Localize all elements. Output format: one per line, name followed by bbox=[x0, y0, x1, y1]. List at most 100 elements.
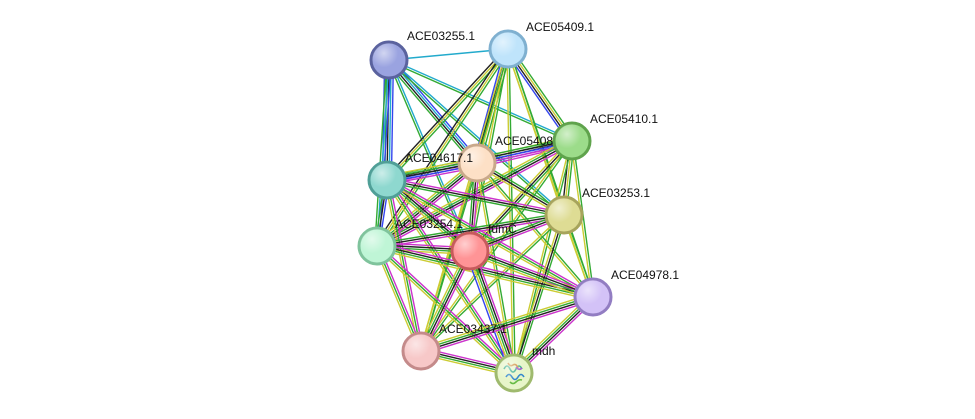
edge-line bbox=[419, 139, 572, 351]
edge-line bbox=[388, 179, 424, 351]
node-circle[interactable] bbox=[367, 160, 407, 200]
edge-line bbox=[477, 161, 595, 297]
node-circle[interactable] bbox=[494, 353, 534, 393]
node-fumC[interactable] bbox=[450, 231, 490, 271]
edge-ACE04978.1-ACE03437.1[interactable] bbox=[419, 293, 595, 355]
edge-line bbox=[471, 250, 517, 373]
edge-line bbox=[386, 181, 564, 218]
edge-line bbox=[421, 215, 566, 353]
node-label: ACE05408 bbox=[495, 134, 553, 148]
node-circle[interactable] bbox=[369, 40, 409, 80]
edge-line bbox=[419, 293, 593, 349]
edge-line bbox=[386, 179, 594, 298]
edge-line bbox=[421, 163, 479, 352]
edge-line bbox=[421, 297, 594, 353]
node-ACE04978.1[interactable] bbox=[573, 277, 613, 317]
node-circle[interactable] bbox=[552, 121, 592, 161]
edge-line bbox=[512, 140, 572, 373]
edge-line bbox=[420, 295, 593, 351]
node-label: mdh bbox=[532, 344, 555, 358]
edge-fumC-mdh[interactable] bbox=[465, 249, 519, 375]
edge-line bbox=[513, 214, 565, 374]
edge-ACE04617.1-mdh[interactable] bbox=[384, 178, 517, 375]
edge-line bbox=[515, 215, 567, 374]
edge-line bbox=[477, 162, 516, 373]
node-circle[interactable] bbox=[357, 226, 397, 266]
edge-line bbox=[514, 141, 574, 374]
edge-line bbox=[384, 47, 507, 179]
node-label: ACE04978.1 bbox=[611, 268, 679, 282]
node-label: ACE04617.1 bbox=[405, 151, 473, 165]
node-ACE05410.1[interactable] bbox=[552, 121, 592, 161]
node-label: ACE05410.1 bbox=[590, 112, 658, 126]
edge-line bbox=[378, 49, 511, 248]
edge-fumC-ACE04978.1[interactable] bbox=[468, 247, 595, 301]
edge-line bbox=[374, 47, 507, 246]
edge-line bbox=[468, 253, 593, 301]
edge-line bbox=[419, 213, 564, 351]
edge-line bbox=[388, 48, 509, 61]
node-ACE03255.1[interactable] bbox=[369, 40, 409, 80]
edge-ACE05410.1-mdh[interactable] bbox=[512, 140, 574, 374]
edge-ACE05408-ACE04978.1[interactable] bbox=[475, 161, 595, 299]
edge-line bbox=[390, 57, 481, 162]
edge-line bbox=[389, 58, 566, 215]
edge-line bbox=[467, 139, 571, 250]
edge-line bbox=[376, 214, 565, 247]
edge-line bbox=[421, 299, 595, 355]
node-label: ACE03255.1 bbox=[407, 29, 475, 43]
edge-line bbox=[384, 180, 513, 375]
edge-line bbox=[470, 247, 595, 295]
node-circle[interactable] bbox=[544, 195, 584, 235]
node-circle[interactable] bbox=[488, 29, 528, 69]
edge-line bbox=[470, 249, 594, 297]
edge-line bbox=[386, 179, 515, 374]
node-ACE03253.1[interactable] bbox=[544, 195, 584, 235]
edge-ACE04617.1-ACE04978.1[interactable] bbox=[385, 177, 595, 300]
node-label: ACE03437.1 bbox=[439, 322, 507, 336]
edge-line bbox=[385, 181, 593, 300]
node-label: ACE05409.1 bbox=[526, 20, 594, 34]
edge-ACE03255.1-ACE05410.1[interactable] bbox=[388, 58, 573, 143]
edge-line bbox=[387, 177, 565, 214]
edge-ACE05409.1-ACE03254.1[interactable] bbox=[374, 47, 511, 248]
edge-ACE03255.1-ACE03253.1[interactable] bbox=[387, 58, 566, 217]
edge-line bbox=[389, 58, 573, 141]
edge-ACE03253.1-mdh[interactable] bbox=[511, 214, 567, 374]
node-mdh[interactable] bbox=[494, 353, 534, 393]
edge-line bbox=[421, 141, 574, 353]
edge-ACE05410.1-ACE03437.1[interactable] bbox=[419, 139, 574, 353]
edge-line bbox=[473, 249, 519, 372]
node-label: ACE03254.1 bbox=[395, 217, 463, 231]
node-ACE05409.1[interactable] bbox=[488, 29, 528, 69]
edge-ACE03255.1-ACE05409.1[interactable] bbox=[388, 48, 509, 61]
labels-layer: ACE03255.1 ACE05409.1ACE05410.1ACE05408AC… bbox=[395, 20, 679, 358]
edge-line bbox=[511, 214, 563, 373]
node-ACE04617.1[interactable] bbox=[367, 160, 407, 200]
edge-line bbox=[390, 60, 395, 181]
node-circle[interactable] bbox=[573, 277, 613, 317]
edge-line bbox=[469, 250, 515, 374]
edge-line bbox=[469, 140, 573, 252]
edge-line bbox=[388, 60, 572, 143]
node-ACE03437.1[interactable] bbox=[401, 331, 441, 371]
edge-line bbox=[386, 48, 509, 181]
node-label: ACE03253.1 bbox=[582, 186, 650, 200]
node-circle[interactable] bbox=[450, 231, 490, 271]
node-circle[interactable] bbox=[401, 331, 441, 371]
node-label: fumC bbox=[488, 222, 517, 236]
edge-line bbox=[469, 251, 593, 299]
edge-ACE04617.1-ACE03253.1[interactable] bbox=[386, 177, 565, 218]
edge-line bbox=[378, 243, 516, 372]
edge-line bbox=[374, 59, 388, 246]
node-ACE03254.1[interactable] bbox=[357, 226, 397, 266]
edge-line bbox=[376, 246, 593, 299]
edge-line bbox=[376, 212, 564, 245]
edge-ACE03253.1-ACE03437.1[interactable] bbox=[419, 213, 566, 353]
edge-line bbox=[467, 251, 513, 374]
edge-line bbox=[572, 140, 595, 297]
edge-line bbox=[465, 252, 511, 375]
edge-line bbox=[388, 60, 392, 181]
edge-line bbox=[387, 60, 564, 217]
